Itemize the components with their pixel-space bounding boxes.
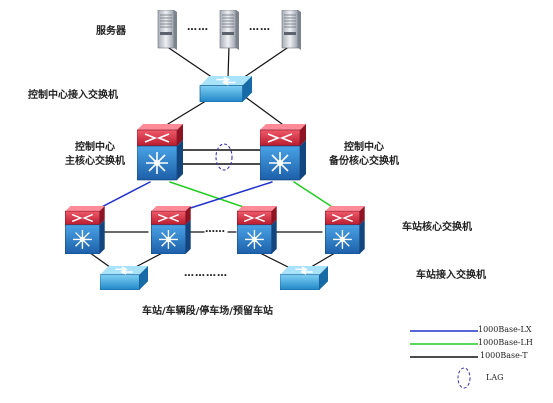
- legend-lx-label: 1000Base-LX: [478, 325, 532, 334]
- legend-t-label: 1000Base-T: [480, 351, 528, 360]
- control-access-label: 控制中心接入交换机: [28, 90, 118, 101]
- control-access-switch: [199, 76, 253, 102]
- link-server3-access: [239, 45, 291, 81]
- server-2: [219, 10, 239, 50]
- station-core-switch-4: [324, 206, 366, 254]
- servers-ellipsis-2: ……: [249, 22, 271, 33]
- station-core-switch-3: [236, 206, 278, 254]
- station-access-switch-1: [100, 266, 148, 290]
- lag-ellipse: [215, 143, 233, 171]
- servers-ellipsis: ……: [187, 22, 209, 33]
- station-core-ellipsis: ……: [205, 224, 225, 235]
- backup-core-label-line1: 控制中心: [344, 142, 384, 153]
- legend-lh-label: 1000Base-LH: [478, 338, 533, 347]
- links: [85, 45, 341, 271]
- servers: [157, 10, 301, 50]
- servers-label: 服务器: [96, 26, 126, 37]
- station-core-label: 车站核心交换机: [402, 222, 472, 233]
- main-core-switch: [137, 123, 183, 181]
- server-3: [281, 10, 301, 50]
- stations-label: 车站/车辆段/停车场/预留车站: [142, 306, 273, 317]
- link-server2-access: [227, 45, 230, 79]
- server-1: [157, 10, 177, 50]
- link-server1-access: [165, 45, 217, 81]
- legend-swatches: [410, 330, 478, 389]
- station-access-switch-2: [280, 266, 328, 290]
- station-access-ellipsis: …………: [184, 268, 228, 279]
- link-backup-station2: [177, 181, 273, 213]
- main-core-label-line1: 控制中心: [75, 142, 115, 153]
- link-access-backup: [243, 95, 283, 125]
- backup-core-switch: [260, 123, 306, 181]
- station-access-label: 车站接入交换机: [416, 270, 486, 281]
- legend-lag-label: LAG: [486, 373, 504, 382]
- station-core-switch-1: [64, 206, 106, 254]
- legend-lag-swatch: [457, 367, 471, 389]
- station-core-switch-2: [150, 206, 192, 254]
- main-core-label-line2: 主核心交换机: [65, 156, 125, 167]
- backup-core-label-line2: 备份核心交换机: [329, 156, 399, 167]
